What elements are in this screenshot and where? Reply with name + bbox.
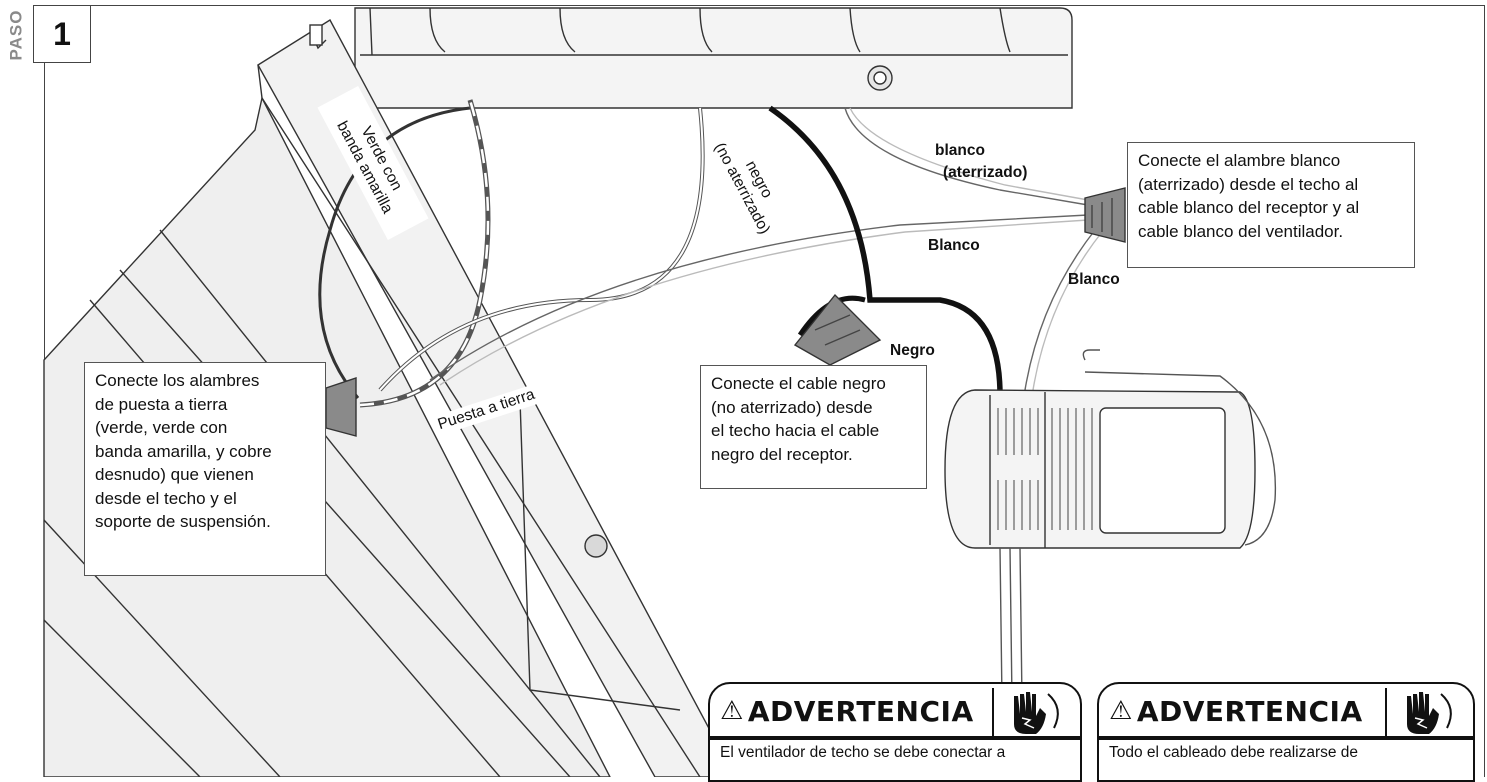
label-blanco-lower: Blanco <box>1068 271 1120 288</box>
callout-line: soporte de suspensión. <box>95 512 271 531</box>
hand-shock-icon <box>992 688 1059 736</box>
callout-line: Conecte el cable negro <box>711 374 886 393</box>
black-wire-nut <box>793 293 882 366</box>
callout-line: Conecte el alambre blanco <box>1138 151 1341 170</box>
callout-line: el techo hacia el cable <box>711 421 880 440</box>
warning-title-text: ADVERTENCIA <box>1136 694 1363 728</box>
warning-title: ⚠ ADVERTENCIA <box>710 695 974 728</box>
callout-line: negro del receptor. <box>711 444 853 464</box>
warning-header: ⚠ ADVERTENCIA <box>1099 684 1473 738</box>
callout-line: Conecte los alambres <box>95 371 260 390</box>
callout-line: de puesta a tierra <box>95 394 228 414</box>
hand-shock-icon <box>1385 688 1452 736</box>
callout-line: banda amarilla, y cobre <box>95 441 272 461</box>
canopy <box>354 7 1073 109</box>
warning-title-text: ADVERTENCIA <box>747 694 974 728</box>
callout-line: desde el techo y el <box>95 488 237 508</box>
warning-triangle-icon: ⚠ <box>1109 696 1133 726</box>
housing-screw <box>584 534 608 558</box>
callout-line: desnudo) que vienen <box>95 465 254 484</box>
label-line: (aterrizado) <box>943 164 1028 181</box>
warning-text: El ventilador de techo se debe conectar … <box>720 744 1006 761</box>
warning-title: ⚠ ADVERTENCIA <box>1099 695 1363 728</box>
warning-header: ⚠ ADVERTENCIA <box>710 684 1080 738</box>
callout-line: (aterrizado) desde el techo al <box>1138 174 1359 194</box>
ground-wire-nut <box>325 377 357 437</box>
black-wire <box>768 105 1003 396</box>
label-blanco-upper: Blanco <box>928 237 980 254</box>
callout-line: (no aterrizado) desde <box>711 397 873 417</box>
callout-line: cable blanco del ventilador. <box>1138 221 1344 241</box>
warning-divider <box>1099 736 1473 740</box>
callout-line: cable blanco del receptor y al <box>1138 198 1360 217</box>
warning-triangle-icon: ⚠ <box>720 696 744 726</box>
step-word-label: PASO <box>6 9 26 61</box>
green-wire <box>318 106 471 399</box>
callout-ground-wires: Conecte los alambres de puesta a tierra … <box>84 362 326 576</box>
warning-divider <box>710 736 1080 740</box>
step-number: 1 <box>33 5 91 63</box>
warning-panel-2: ⚠ ADVERTENCIA Todo el cableado debe real… <box>1097 682 1475 782</box>
callout-black-wire: Conecte el cable negro (no aterrizado) d… <box>700 365 927 489</box>
label-negro: Negro <box>890 342 935 359</box>
callout-line: (verde, verde con <box>95 418 228 437</box>
warning-text: Todo el cableado debe realizarse de <box>1109 744 1359 761</box>
label-blanco-aterrizado: blanco (aterrizado) <box>935 140 1027 184</box>
white-wire-nut <box>1084 187 1126 243</box>
label-line: blanco <box>935 142 985 159</box>
callout-white-wires: Conecte el alambre blanco (aterrizado) d… <box>1127 142 1415 268</box>
step-word: PASO <box>0 6 32 64</box>
warning-panel-1: ⚠ ADVERTENCIA El ventilador de techo se … <box>708 682 1082 782</box>
